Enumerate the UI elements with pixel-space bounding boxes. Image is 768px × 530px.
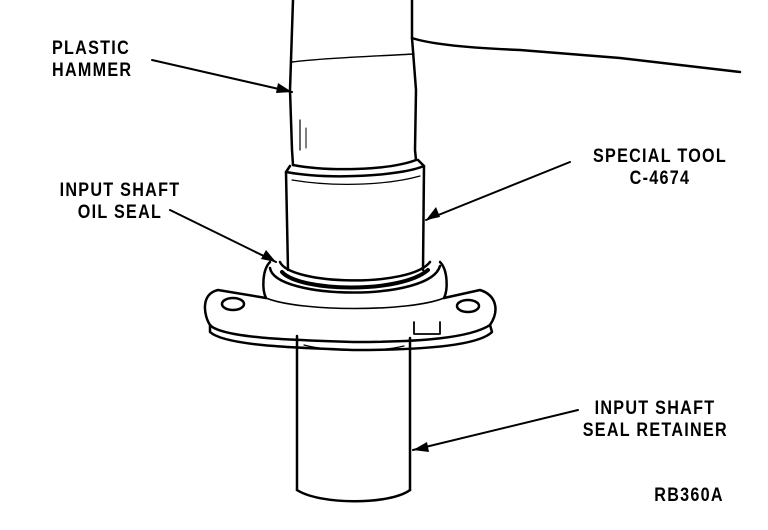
leader-lines: [151, 59, 579, 451]
label-seal-retainer-line2: SEAL RETAINER: [582, 420, 728, 441]
arrowhead-seal-retainer: [413, 442, 429, 452]
label-special-tool-line1: SPECIAL TOOL: [592, 146, 728, 167]
oil-seal-ring: [268, 260, 442, 294]
leader-special-tool: [425, 161, 571, 221]
leader-seal-retainer: [412, 409, 579, 451]
label-plastic-hammer-line1: PLASTIC: [52, 38, 131, 59]
label-oil-seal-line1: INPUT SHAFT: [59, 180, 181, 201]
special-tool-driver: [284, 158, 426, 272]
label-plastic-hammer: PLASTIC HAMMER: [52, 38, 132, 82]
seal-retainer-body: [295, 334, 412, 503]
label-input-shaft-oil-seal: INPUT SHAFT OIL SEAL: [44, 180, 197, 224]
plastic-hammer: [288, 0, 742, 171]
label-oil-seal-line2: OIL SEAL: [77, 202, 163, 223]
label-special-tool: SPECIAL TOOL C-4674: [588, 146, 733, 190]
leader-plastic-hammer: [151, 59, 293, 93]
seal-retainer-flange: [203, 260, 497, 352]
label-plastic-hammer-line2: HAMMER: [52, 60, 133, 81]
arrowhead-plastic-hammer: [276, 83, 292, 93]
label-special-tool-line2: C-4674: [629, 168, 691, 189]
arrowhead-oil-seal: [261, 250, 276, 262]
arrowhead-special-tool: [426, 207, 440, 220]
figure-code: RB360A: [654, 485, 724, 506]
leader-oil-seal: [169, 209, 277, 263]
label-seal-retainer-line1: INPUT SHAFT: [594, 398, 716, 419]
label-input-shaft-seal-retainer: INPUT SHAFT SEAL RETAINER: [583, 398, 728, 442]
